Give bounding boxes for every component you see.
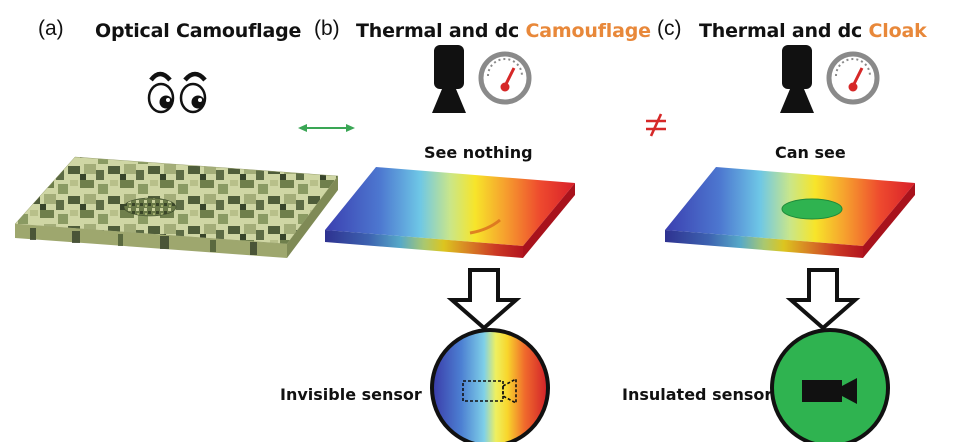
down-arrow-icon <box>785 268 861 331</box>
caption-can-see: Can see <box>775 143 846 162</box>
panel-b <box>325 45 575 442</box>
panel-tag-b: (b) <box>314 17 340 40</box>
panel-tag-a: (a) <box>38 17 64 40</box>
panel-title-a: Optical Camouflage <box>95 20 302 42</box>
camouflage-plate <box>14 156 339 258</box>
video-camera-icon <box>462 377 517 405</box>
caption-see-nothing: See nothing <box>424 143 533 162</box>
panel-title-b-accent: Camouflage <box>525 20 651 42</box>
panel-c <box>665 45 915 442</box>
camera-icon <box>432 45 466 113</box>
camera-icon <box>780 45 814 113</box>
equivalent-arrow <box>298 124 355 132</box>
panel-title-c-main: Thermal and dc <box>699 20 863 42</box>
heat-plate-camouflage <box>325 167 575 258</box>
thermometer-gauge-icon <box>826 51 880 105</box>
insulated-sensor-label: Insulated sensor <box>622 385 773 404</box>
down-arrow-icon <box>446 268 522 331</box>
panel-title-b: Thermal and dc Camouflage <box>356 22 651 41</box>
not-equal-symbol <box>646 113 666 137</box>
thermometer-gauge-icon <box>478 51 532 105</box>
invisible-sensor-circle <box>430 328 550 442</box>
eyes-icon <box>147 71 207 114</box>
panel-title-c: Thermal and dc Cloak <box>699 22 927 41</box>
panel-tag-c: (c) <box>657 17 682 40</box>
insulated-sensor-circle <box>770 328 890 442</box>
heat-plate-cloak <box>665 167 915 258</box>
panel-a <box>14 71 339 258</box>
panel-title-c-accent: Cloak <box>868 20 927 42</box>
invisible-sensor-label: Invisible sensor <box>280 385 422 404</box>
video-camera-icon <box>802 378 857 404</box>
panel-title-b-main: Thermal and dc <box>356 20 520 42</box>
